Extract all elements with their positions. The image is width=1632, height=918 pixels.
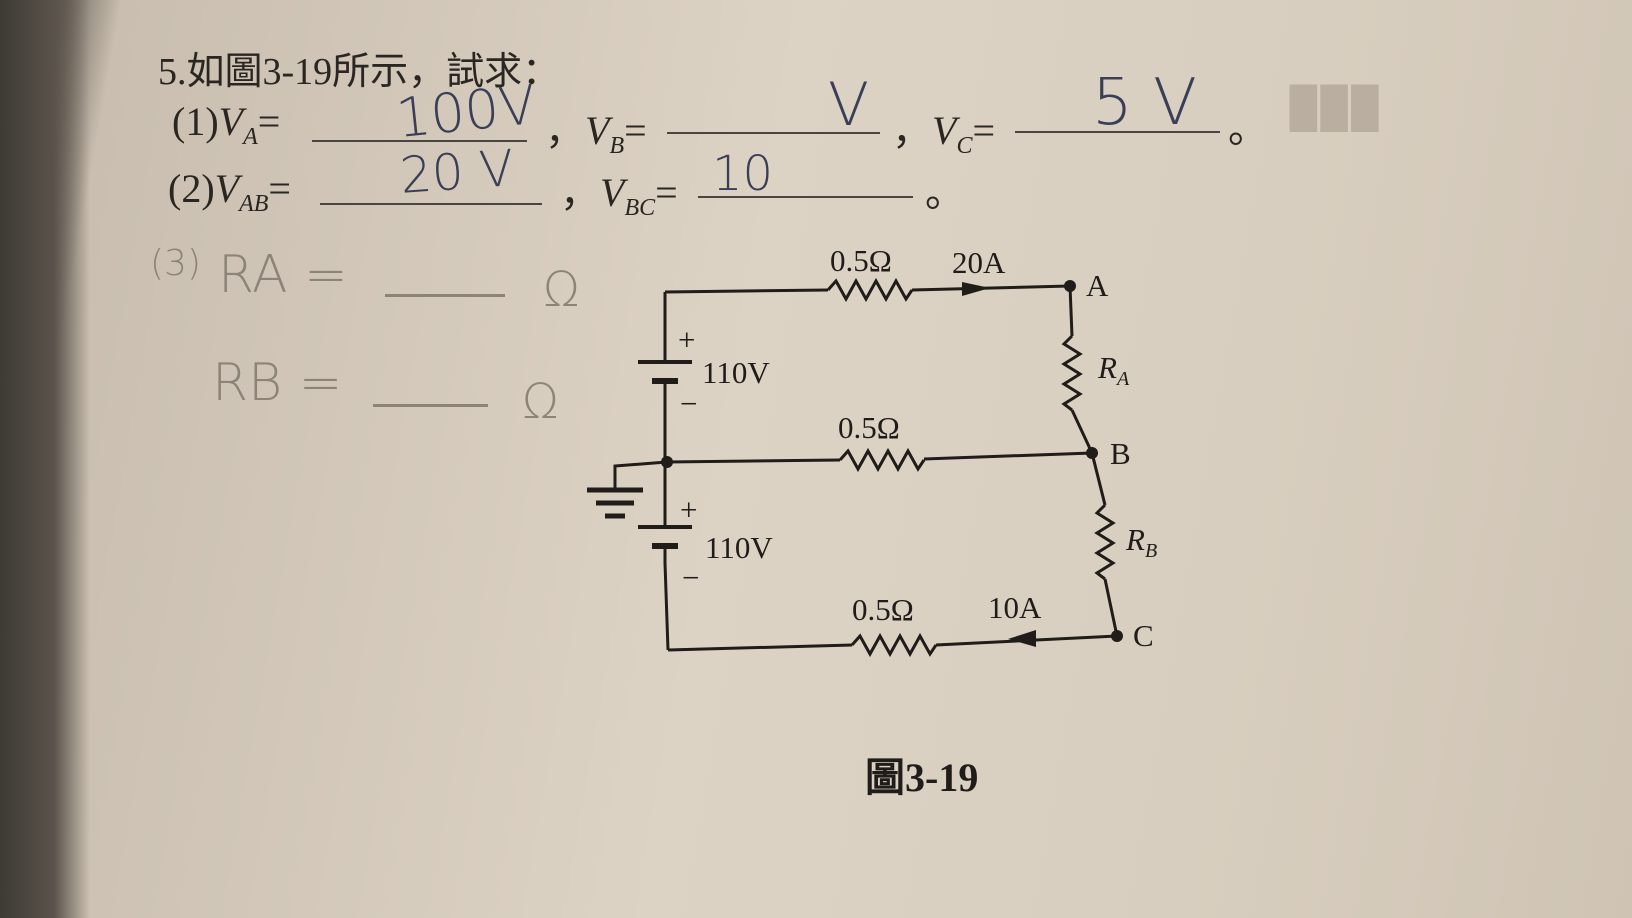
vbc-handwritten-answer: 10	[712, 146, 774, 202]
node-a-dot	[1064, 280, 1076, 292]
node-c-dot	[1111, 630, 1123, 642]
vbc-answer-blank[interactable]	[698, 156, 913, 198]
rb-blank-line	[373, 404, 488, 407]
vc-label: ，VC=	[892, 108, 996, 159]
middle-resistor-label: 0.5Ω	[838, 410, 900, 445]
top-current-label: 20A	[952, 245, 1006, 280]
node-b-label: B	[1110, 436, 1131, 471]
vc-handwritten-answer: 5 V	[1092, 66, 1197, 140]
battery-1-minus: −	[680, 386, 698, 421]
vbc-label: ，VBC=	[560, 170, 678, 221]
right-wire-a	[1068, 285, 1074, 337]
top-resistor-label: 0.5Ω	[830, 243, 892, 278]
battery-2-plus: +	[680, 492, 698, 527]
battery-1-voltage: 110V	[702, 355, 770, 390]
right-wire-b	[1070, 409, 1094, 454]
top-wire	[664, 288, 829, 294]
bottom-resistor-label: 0.5Ω	[852, 592, 914, 627]
ra-resistor	[1061, 334, 1083, 412]
top-current-arrow	[962, 282, 990, 296]
middle-resistor	[838, 447, 926, 473]
middle-wire	[666, 458, 841, 464]
part-3-prefix: (3)	[150, 243, 201, 284]
right-wire-c	[1103, 578, 1119, 637]
right-wire-b2	[1090, 452, 1107, 506]
node-ground-dot	[661, 456, 673, 468]
vab-answer-blank[interactable]	[320, 163, 542, 205]
ra-label: RA =	[218, 245, 348, 305]
ground-icon	[587, 487, 643, 519]
bottom-wire	[667, 643, 853, 652]
rb-resistor	[1094, 503, 1116, 581]
battery-2	[638, 525, 692, 563]
ground-wire	[613, 460, 668, 490]
ra-blank-line	[385, 294, 505, 297]
rb-unit: Ω	[522, 374, 559, 430]
ra-unit: Ω	[543, 262, 580, 318]
line-1-end: 。	[1228, 106, 1268, 151]
figure-caption: 圖3-19	[865, 755, 979, 800]
ra-label-circuit: RA	[1098, 350, 1130, 391]
vb-answer-blank[interactable]	[667, 92, 880, 134]
vb-label: ，VB=	[545, 108, 647, 159]
battery-1-plus: +	[678, 322, 696, 357]
vb-handwritten-answer: V	[828, 70, 870, 140]
page-edge-shadow	[0, 0, 90, 918]
question-line-2: (2)VAB=	[168, 166, 291, 217]
node-c-label: C	[1133, 618, 1154, 653]
left-wire-bottom	[663, 562, 670, 651]
bleed-through-text: ▉▉▉	[1290, 86, 1383, 131]
line-2-end: 。	[925, 170, 965, 215]
rb-label: RB =	[212, 353, 343, 413]
top-resistor	[826, 277, 914, 303]
bottom-current-arrow	[1008, 630, 1036, 647]
va-answer-blank[interactable]	[312, 100, 527, 142]
battery-1	[638, 360, 692, 402]
vc-answer-blank[interactable]	[1015, 91, 1220, 133]
node-a-label: A	[1086, 268, 1109, 303]
rb-label-circuit: RB	[1126, 522, 1158, 563]
question-line-1: (1)VA=	[172, 99, 281, 150]
node-b-dot	[1086, 447, 1098, 459]
battery-2-voltage: 110V	[705, 530, 773, 565]
bottom-resistor	[850, 632, 938, 658]
top-wire-right	[911, 284, 1071, 292]
question-title: 5.如圖3-19所示，試求：	[158, 51, 561, 93]
bottom-current-label: 10A	[988, 590, 1042, 625]
battery-2-minus: −	[682, 560, 700, 595]
middle-wire-right	[923, 451, 1093, 461]
